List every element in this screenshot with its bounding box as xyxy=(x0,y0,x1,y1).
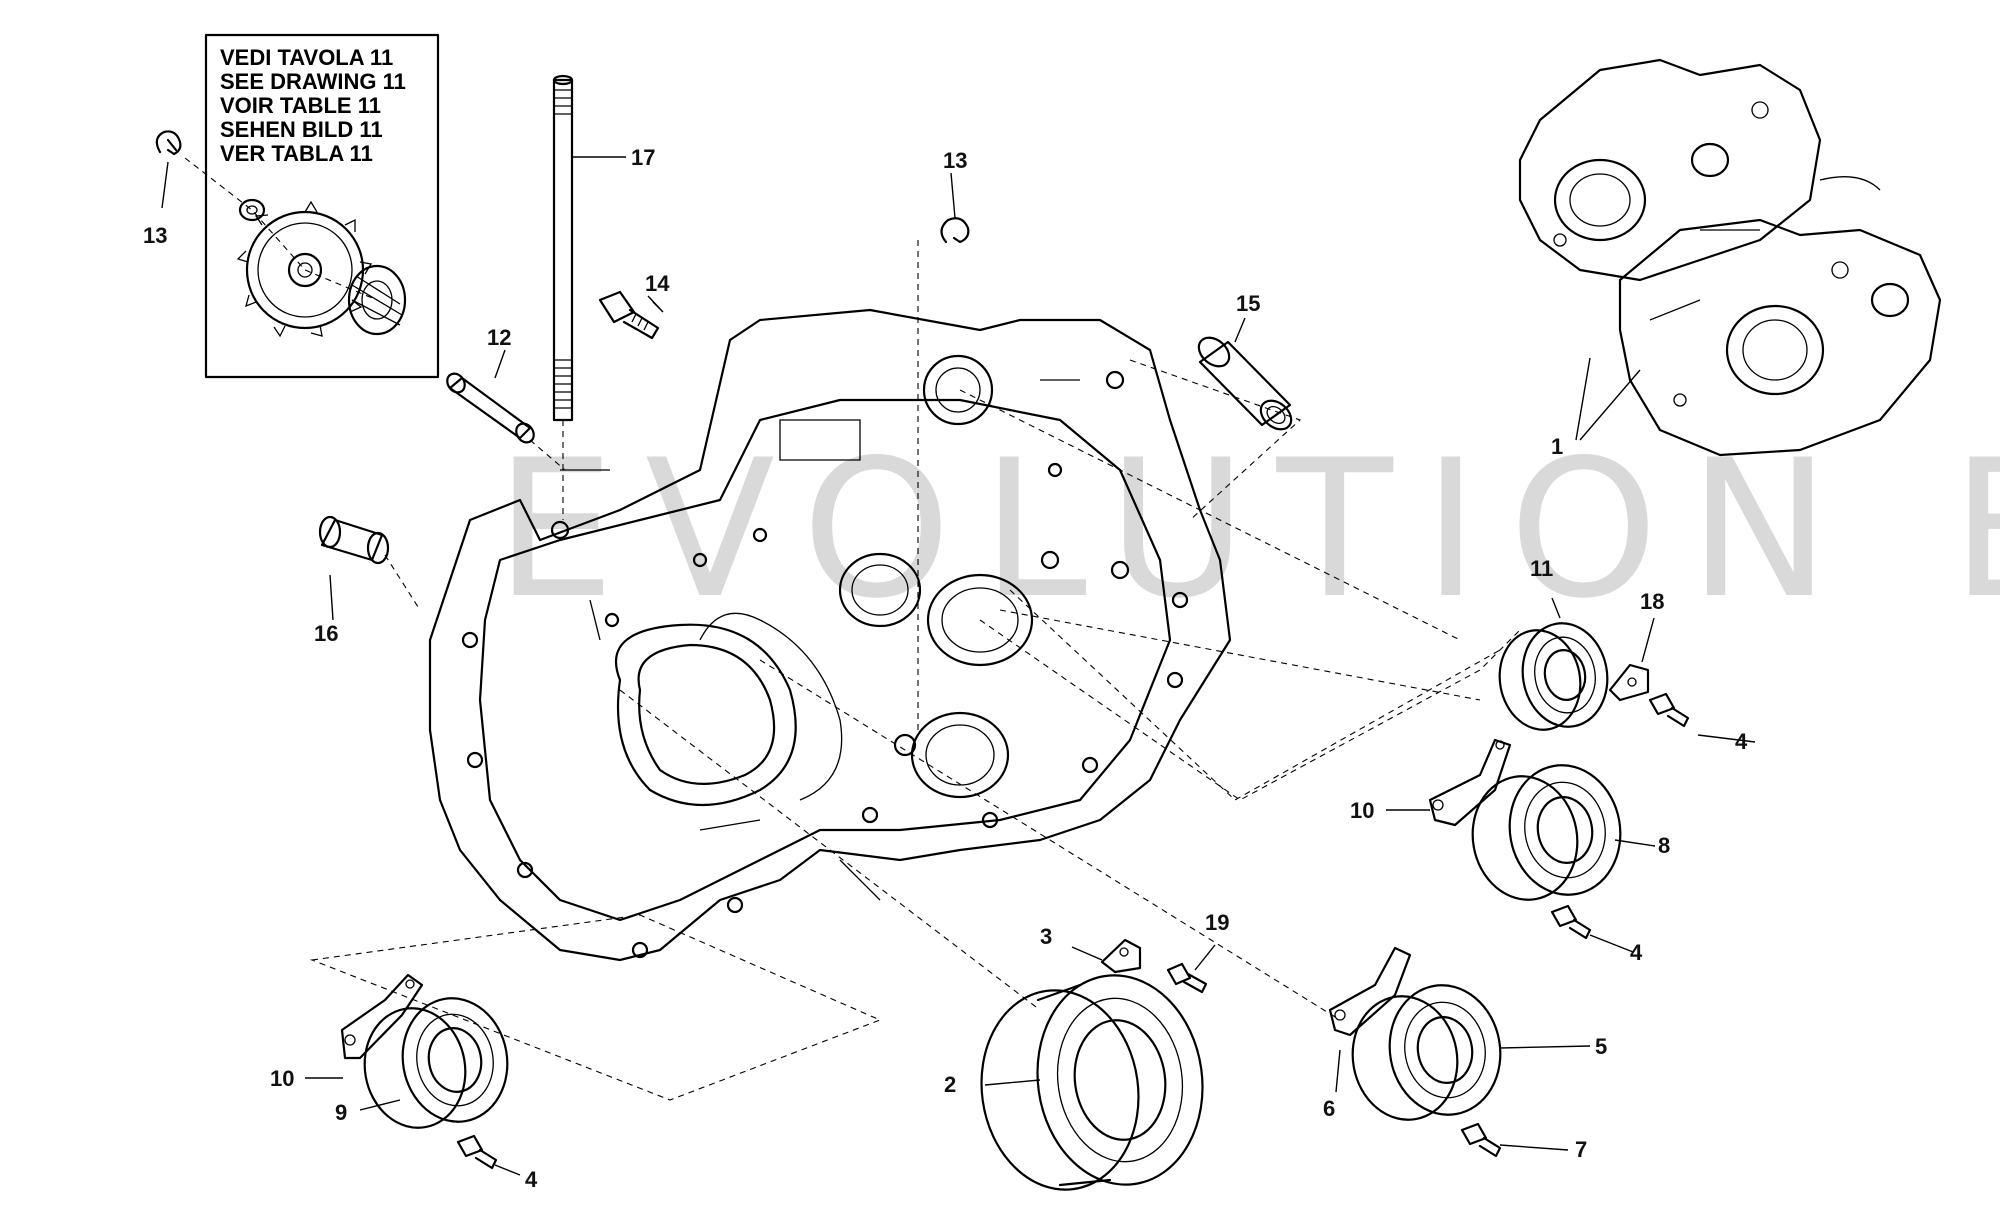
ref-line-3: VOIR TABLE 11 xyxy=(220,93,381,118)
callout-14: 14 xyxy=(645,271,670,296)
gear-drawing xyxy=(184,157,407,338)
callout-10-left: 10 xyxy=(270,1066,294,1091)
reference-box: VEDI TAVOLA 11 SEE DRAWING 11 VOIR TABLE… xyxy=(184,33,440,379)
bearing-5 xyxy=(1351,984,1502,1121)
crankcase-half xyxy=(428,308,1232,962)
ref-line-5: VER TABLA 11 xyxy=(220,141,373,166)
callout-12: 12 xyxy=(487,325,511,350)
callout-4-right: 4 xyxy=(1735,729,1748,754)
callout-9: 9 xyxy=(335,1100,347,1125)
ref-line-2: SEE DRAWING 11 xyxy=(220,69,406,94)
plate-18 xyxy=(1608,663,1650,702)
callout-15: 15 xyxy=(1236,291,1260,316)
callout-labels: 13 17 13 14 12 15 1 16 11 18 4 10 8 4 3 … xyxy=(143,145,1748,1192)
screw-19 xyxy=(1166,962,1208,994)
bearing-2 xyxy=(980,974,1204,1191)
bushing-15 xyxy=(1197,336,1293,431)
plate-3 xyxy=(1100,938,1142,974)
ref-line-1: VEDI TAVOLA 11 xyxy=(220,45,393,70)
ref-line-4: SEHEN BILD 11 xyxy=(220,117,383,142)
callout-6: 6 xyxy=(1323,1096,1335,1121)
bearing-9 xyxy=(363,997,509,1129)
callout-2: 2 xyxy=(944,1072,956,1097)
callout-5: 5 xyxy=(1595,1034,1607,1059)
circlip-13-left xyxy=(155,130,182,156)
callout-11: 11 xyxy=(1530,556,1553,581)
callout-19: 19 xyxy=(1205,910,1229,935)
screw-4-mid-right xyxy=(1550,904,1592,940)
callout-10-right: 10 xyxy=(1350,798,1374,823)
bushing-16 xyxy=(318,515,421,611)
screw-7 xyxy=(1460,1122,1502,1158)
stud-17 xyxy=(552,74,574,520)
callout-13-center: 13 xyxy=(943,148,967,173)
bearing-11 xyxy=(1498,622,1609,731)
dowel-12 xyxy=(446,372,566,471)
leader-lines xyxy=(161,156,1756,1176)
callout-8: 8 xyxy=(1658,833,1670,858)
assembled-crankcase-thumbnail xyxy=(1518,58,1942,457)
watermark-text: EVOLUTION BIKE xyxy=(495,419,2000,640)
plate-6 xyxy=(1328,946,1412,1037)
callout-16: 16 xyxy=(314,621,338,646)
callout-1: 1 xyxy=(1551,434,1563,459)
callout-13-left: 13 xyxy=(143,223,167,248)
watermark: EVOLUTION BIKE xyxy=(495,419,2000,640)
bearing-8 xyxy=(1471,764,1622,901)
circlip-13-center xyxy=(917,217,970,730)
callout-3: 3 xyxy=(1040,924,1052,949)
plate-10-right xyxy=(1428,738,1512,827)
screw-4-right xyxy=(1648,692,1690,728)
assembly-guides xyxy=(309,359,1521,1101)
plug-14 xyxy=(598,290,660,340)
callout-17: 17 xyxy=(631,145,655,170)
plate-10-left xyxy=(340,973,424,1060)
callout-18: 18 xyxy=(1640,589,1664,614)
screw-4-bottom-left xyxy=(456,1134,498,1170)
callout-4-bottom-left: 4 xyxy=(525,1167,538,1192)
callout-4-mid: 4 xyxy=(1630,940,1643,965)
callout-7: 7 xyxy=(1575,1137,1587,1162)
